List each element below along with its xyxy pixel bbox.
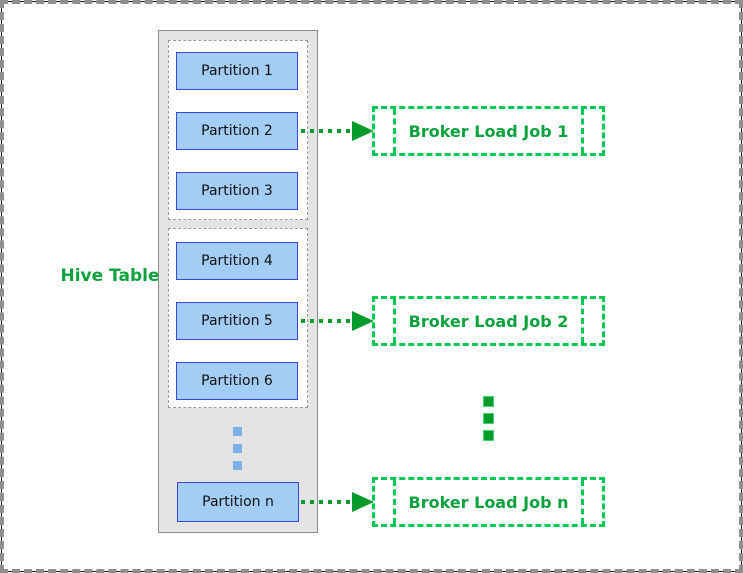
broker-load-job-n-label: Broker Load Job n: [408, 492, 569, 512]
broker-load-job-1-box: Broker Load Job 1: [372, 106, 605, 156]
partition-3-box: Partition 3: [176, 172, 298, 210]
partition-5-label: Partition 5: [201, 313, 273, 329]
partition-1-label: Partition 1: [201, 63, 273, 79]
broker-jobs-ellipsis-dot: [483, 430, 494, 441]
partition-6-box: Partition 6: [176, 362, 298, 400]
partition-2-label: Partition 2: [201, 123, 273, 139]
arrow-partition2-to-job1: [301, 121, 374, 141]
broker-load-job-2-box: Broker Load Job 2: [372, 296, 605, 346]
partition-ellipsis-dot: [233, 427, 242, 436]
broker-jobs-ellipsis-dot: [483, 396, 494, 407]
predefined-process-right-bar: [581, 109, 584, 153]
partition-2-box: Partition 2: [176, 112, 298, 150]
broker-load-job-2-label: Broker Load Job 2: [408, 311, 569, 331]
predefined-process-left-bar: [393, 299, 396, 343]
partition-5-box: Partition 5: [176, 302, 298, 340]
partition-4-box: Partition 4: [176, 242, 298, 280]
partition-4-label: Partition 4: [201, 253, 273, 269]
broker-jobs-ellipsis-dot: [483, 413, 494, 424]
arrow-partitionN-to-jobN: [301, 492, 374, 512]
broker-load-job-1-label: Broker Load Job 1: [408, 121, 569, 141]
partition-n-box: Partition n: [177, 482, 299, 522]
broker-load-job-n-box: Broker Load Job n: [372, 477, 605, 527]
predefined-process-right-bar: [581, 480, 584, 524]
partition-n-label: Partition n: [202, 494, 274, 510]
predefined-process-left-bar: [393, 109, 396, 153]
partition-6-label: Partition 6: [201, 373, 273, 389]
partition-ellipsis-dot: [233, 461, 242, 470]
arrow-partition5-to-job2: [301, 311, 374, 331]
predefined-process-right-bar: [581, 299, 584, 343]
partition-3-label: Partition 3: [201, 183, 273, 199]
hive-table-label: Hive Table: [60, 266, 160, 286]
predefined-process-left-bar: [393, 480, 396, 524]
partition-1-box: Partition 1: [176, 52, 298, 90]
partition-ellipsis-dot: [233, 444, 242, 453]
